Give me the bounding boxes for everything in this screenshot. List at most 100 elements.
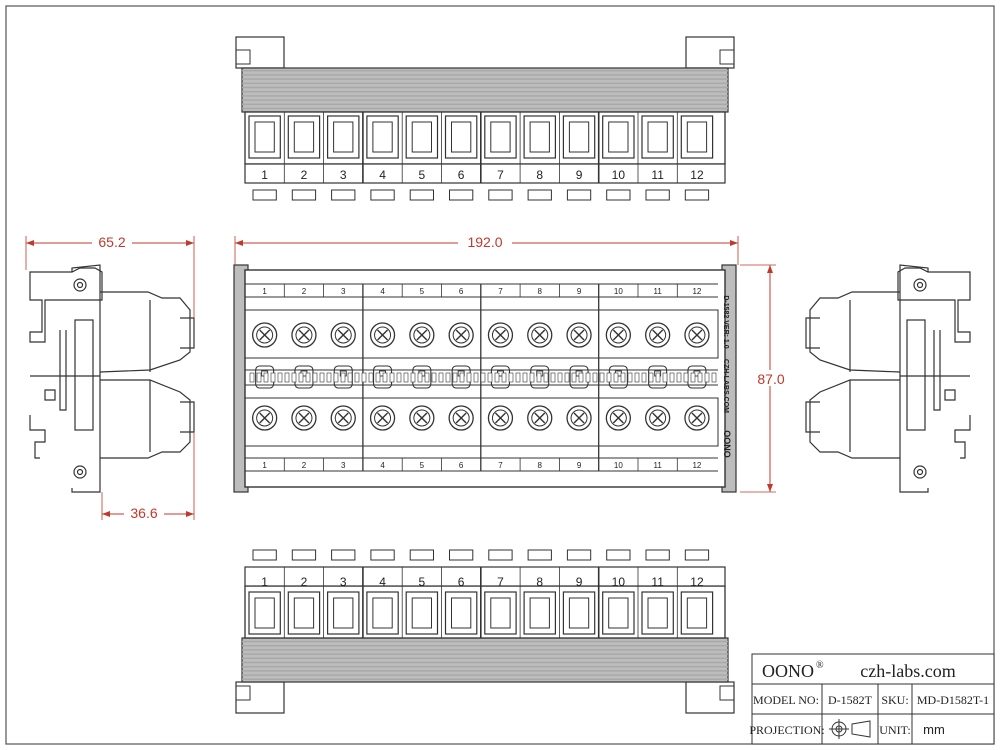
model-value: D-1582T [828, 693, 873, 707]
terminal-number: 2 [301, 168, 308, 182]
dimension-depth: 65.2 [25, 234, 195, 318]
terminal-number: 7 [498, 287, 503, 296]
terminal-number: 3 [340, 575, 347, 589]
dimension-depth-label: 65.2 [98, 234, 125, 250]
terminal-number: 10 [614, 461, 623, 470]
terminal-number: 3 [341, 461, 346, 470]
terminal-number: 1 [261, 168, 268, 182]
terminal-pin [645, 189, 670, 201]
sku-label: SKU: [881, 693, 908, 707]
unit-label: UNIT: [879, 723, 910, 737]
terminal-pin [291, 549, 317, 561]
terminal-number: 1 [262, 461, 267, 470]
terminal-number: 8 [536, 575, 543, 589]
dimension-height: 87.0 [740, 264, 786, 493]
terminal-number: 3 [341, 287, 346, 296]
terminal-pin [606, 549, 631, 561]
dimension-height-label: 87.0 [757, 371, 784, 387]
model-label: MODEL NO: [753, 693, 819, 707]
terminal-pin [566, 189, 592, 201]
dimension-width: 192.0 [234, 234, 739, 265]
terminal-number: 6 [459, 461, 464, 470]
board-brand-text: OONO [722, 430, 732, 458]
terminal-band-bottom [244, 397, 719, 447]
terminal-pin [252, 549, 277, 561]
terminal-number: 11 [653, 287, 662, 296]
terminal-number: 3 [340, 168, 347, 182]
terminal-number: 9 [576, 575, 583, 589]
terminal-number: 12 [692, 461, 701, 470]
sku-value: MD-D1582T-1 [917, 693, 989, 707]
terminal-pin [409, 549, 435, 561]
terminal-number: 7 [497, 575, 504, 589]
rail-end-stop [235, 36, 285, 69]
right-side-view [805, 264, 971, 493]
terminal-number: 1 [262, 287, 267, 296]
terminal-number: 12 [690, 575, 704, 589]
terminal-number: 9 [577, 461, 582, 470]
board-model-text: D-1582 VER: 1.0 [722, 295, 729, 348]
title-block [751, 653, 995, 745]
terminal-pin [645, 549, 670, 561]
terminal-number: 10 [612, 575, 626, 589]
terminal-number: 5 [420, 287, 425, 296]
terminal-number: 10 [612, 168, 626, 182]
terminal-number: 5 [420, 461, 425, 470]
drawing-frame [5, 5, 995, 745]
terminal-number: 4 [380, 287, 385, 296]
terminal-pin [331, 549, 356, 561]
terminal-number: 8 [536, 168, 543, 182]
terminal-number: 12 [692, 287, 701, 296]
terminal-number: 2 [302, 461, 307, 470]
terminal-number: 6 [459, 287, 464, 296]
terminal-number: 9 [577, 287, 582, 296]
terminal-number: 6 [458, 168, 465, 182]
dimension-width-label: 192.0 [467, 234, 502, 250]
terminal-number: 7 [498, 461, 503, 470]
terminal-number: 6 [458, 575, 465, 589]
terminal-number: 8 [538, 461, 543, 470]
left-side-view [29, 264, 195, 493]
terminal-pin [252, 189, 277, 201]
title-website: czh-labs.com [860, 661, 955, 681]
terminal-number: 11 [651, 168, 664, 182]
unit-value: mm [923, 722, 945, 737]
terminal-number: 12 [690, 168, 704, 182]
terminal-pin [291, 189, 317, 201]
terminal-number: 10 [614, 287, 623, 296]
board-site-text: CZH-LABS.COM [722, 359, 729, 413]
terminal-number: 2 [301, 575, 308, 589]
terminal-number: 5 [419, 168, 426, 182]
terminal-number: 1 [261, 575, 268, 589]
terminal-number: 11 [653, 461, 662, 470]
terminal-number: 11 [651, 575, 664, 589]
projection-label: PROJECTION: [749, 723, 824, 737]
terminal-number: 2 [302, 287, 307, 296]
terminal-number: 4 [379, 168, 386, 182]
terminal-band-top [244, 309, 719, 359]
terminal-pin [370, 549, 395, 561]
terminal-pin [606, 189, 631, 201]
terminal-pin [488, 189, 513, 201]
terminal-pin [566, 549, 592, 561]
rail-end-stop [685, 36, 735, 69]
terminal-number: 4 [380, 461, 385, 470]
terminal-number: 8 [538, 287, 543, 296]
terminal-number-strip [244, 163, 726, 184]
terminal-pin [449, 189, 474, 201]
terminal-pin [488, 549, 513, 561]
title-brand: OONO [762, 661, 814, 681]
rail-end-stop [235, 681, 285, 714]
terminal-pin [684, 549, 710, 561]
terminal-number: 4 [379, 575, 386, 589]
terminal-number: 7 [497, 168, 504, 182]
title-registered-mark: ® [816, 660, 824, 671]
first-angle-projection-icon [829, 719, 871, 739]
rail-end-stop [685, 681, 735, 714]
terminal-number: 5 [419, 575, 426, 589]
terminal-pin [331, 189, 356, 201]
dimension-rail-depth: 36.6 [101, 432, 195, 521]
